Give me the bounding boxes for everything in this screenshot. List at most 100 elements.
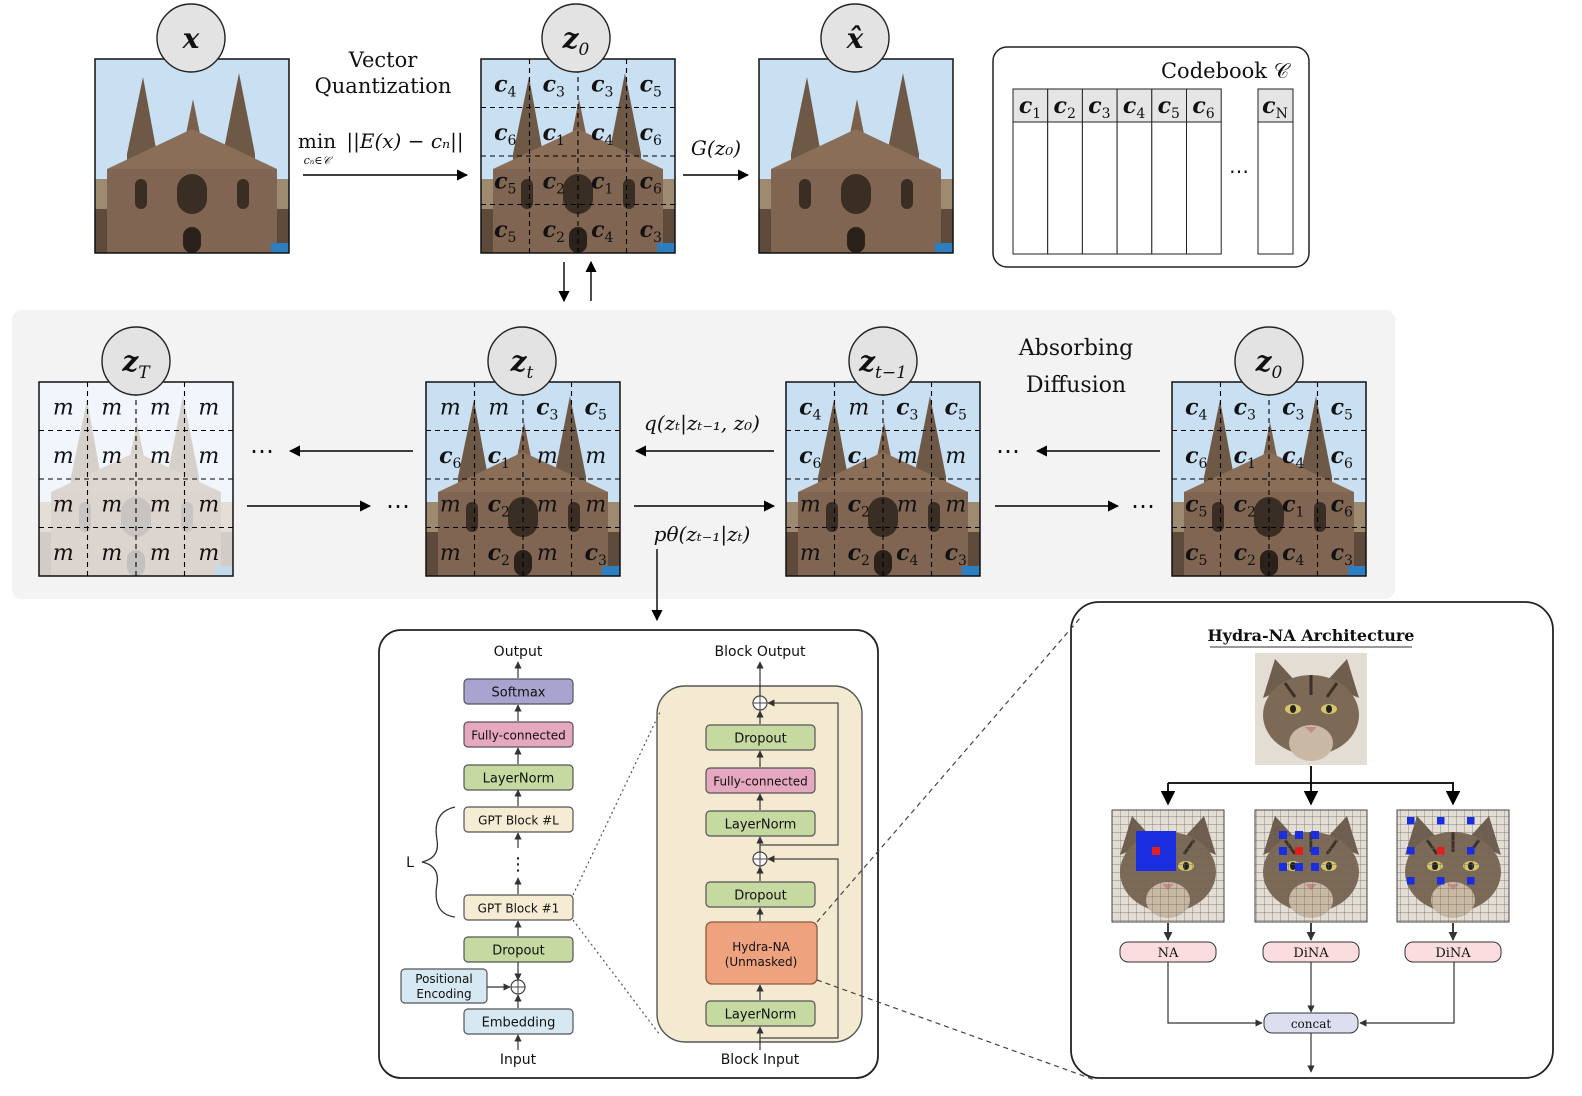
ellipsis-left-top: ⋯ [250,437,274,465]
code-subscript: 3 [653,230,662,246]
z0-top-grid-cell: c6 [640,168,662,197]
positional-encoding-box [400,968,488,1004]
z0-top-grid-cell: c6 [640,120,662,149]
code-letter: c [799,394,813,420]
ztm1-grid-cell: c2 [848,491,870,520]
code-subscript: 3 [1102,106,1111,122]
zt-grid-cell: c1 [488,443,510,472]
neighbor-token [1437,877,1445,885]
z0-top-label-base: z [562,22,580,55]
ztm1-grid-cell: c6 [799,443,821,472]
ellipsis-left-bottom: ⋯ [386,492,410,520]
gpt-block-l [463,806,574,833]
z0-diff-grid-cell: c3 [1331,540,1353,569]
gpt-block-1 [463,894,574,921]
zt-grid-cell: c5 [585,394,607,423]
neighbor-token [1160,831,1168,839]
neighbor-token [1168,847,1176,855]
neighbor-token [1152,855,1160,863]
neighbor-token [1407,847,1415,855]
zT-grid-cell: m [150,541,171,566]
z0-top-grid-cell: c5 [640,71,662,100]
zt-grid-cell: c3 [585,540,607,569]
fc-box [463,721,574,748]
block-fc [705,767,816,794]
zt-grid-cell: m [585,444,606,469]
z0-diff-grid-cell: c1 [1234,443,1256,472]
z0-diff-label: z0 [1255,345,1283,383]
L-label: L [406,855,414,871]
gpt-block-l-label: GPT Block #L [478,814,559,828]
z0-diff-label-base: z [1255,345,1273,378]
vq-title-line1: Vector [348,48,419,72]
code-subscript: 1 [501,456,510,472]
neighbor-token [1407,817,1415,825]
neighbor-token [1168,855,1176,863]
code-letter: c [848,443,862,469]
code-subscript: 3 [958,553,967,569]
code-subscript: 6 [452,456,461,472]
code-subscript: N [1276,106,1288,122]
code-subscript: 2 [1247,504,1256,520]
block-layernorm-1 [705,1000,816,1027]
block-dropout-1 [705,881,816,908]
block-dropout-2 [705,724,816,751]
gpt-output-label: Output [494,644,543,660]
z0-diff-grid-cell: c6 [1185,443,1207,472]
z0-diff-grid-cell: c5 [1331,394,1353,423]
zT-grid-fade [39,382,233,576]
neighbor-token [1144,839,1152,847]
code-letter: c [1185,443,1199,469]
neighbor-token [1144,847,1152,855]
block-input-label: Block Input [721,1052,800,1068]
code-letter: c [1088,93,1102,119]
code-subscript: 1 [604,181,613,197]
code-subscript: 5 [1344,407,1353,423]
zt-grid-cell: c2 [488,540,510,569]
hydra-na-line1: Hydra-NA [732,940,790,954]
hydra-na-line2: (Unmasked) [725,955,798,969]
code-letter: c [1282,443,1296,469]
zT-grid-cell: m [53,492,74,517]
z0-top-grid-cell: c3 [591,71,613,100]
code-letter: c [848,491,862,517]
neighbor-token [1136,863,1144,871]
code-letter: c [640,71,654,97]
code-letter: c [543,217,557,243]
z0-diff-grid-cell: c2 [1234,491,1256,520]
codebook-header-cell [1047,88,1083,123]
residual-connection-2 [760,699,839,846]
code-subscript: 4 [1295,456,1304,472]
code-subscript: 1 [861,456,870,472]
z0-top-grid-cell: c2 [543,168,565,197]
codebook-header-cell [1116,88,1153,123]
ztm1-grid-cell: c3 [896,394,918,423]
neighbor-token [1160,855,1168,863]
code-subscript: 4 [604,230,613,246]
code-letter: c [896,394,910,420]
code-subscript: 4 [1198,407,1207,423]
block-layernorm-2 [705,810,816,837]
code-letter: c [945,394,959,420]
code-letter: c [1234,540,1248,566]
pos-enc-line1: Positional [415,972,472,986]
neighbor-token [1311,863,1319,871]
z0-diff-grid-cell: c5 [1185,491,1207,520]
embedding-box-label: Embedding [482,1016,556,1031]
zt-label-base: z [510,345,528,378]
generator-formula: G(z₀) [691,136,741,160]
p-formula: pθ(zₜ₋₁|zₜ) [654,522,751,547]
zoom-line-top [572,711,661,896]
neighbor-token [1279,847,1287,855]
code-subscript: 3 [556,84,565,100]
code-subscript: 1 [1032,106,1041,122]
code-subscript: 2 [556,181,565,197]
zT-grid-cell: m [150,444,171,469]
code-subscript: 4 [1295,553,1304,569]
code-subscript: 5 [598,407,607,423]
zT-grid-cell: m [198,444,219,469]
code-letter: c [945,540,959,566]
concat-label: concat [1291,1017,1332,1031]
